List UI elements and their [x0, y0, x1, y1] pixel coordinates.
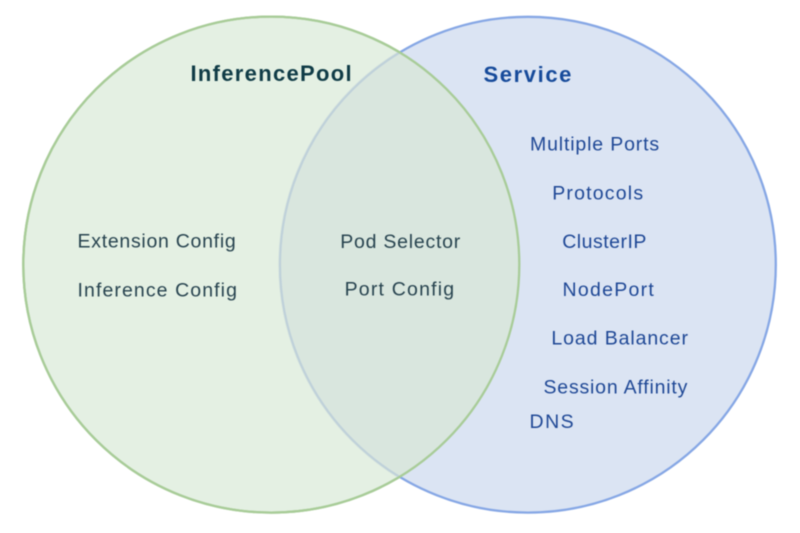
svg-text:Service: Service: [484, 62, 574, 87]
svg-text:ClusterIP: ClusterIP: [562, 231, 647, 253]
svg-text:Multiple Ports: Multiple Ports: [530, 134, 660, 156]
svg-text:Extension Config: Extension Config: [78, 231, 237, 253]
svg-text:Pod Selector: Pod Selector: [340, 231, 461, 253]
svg-text:InferencePool: InferencePool: [191, 61, 353, 86]
svg-text:Load Balancer: Load Balancer: [551, 327, 688, 349]
svg-text:Port Config: Port Config: [345, 279, 456, 301]
svg-text:Inference Config: Inference Config: [78, 280, 239, 302]
svg-text:NodePort: NodePort: [563, 279, 656, 301]
svg-text:Session Affinity: Session Affinity: [544, 377, 689, 399]
svg-text:DNS: DNS: [530, 411, 576, 433]
svg-text:Protocols: Protocols: [552, 182, 644, 204]
